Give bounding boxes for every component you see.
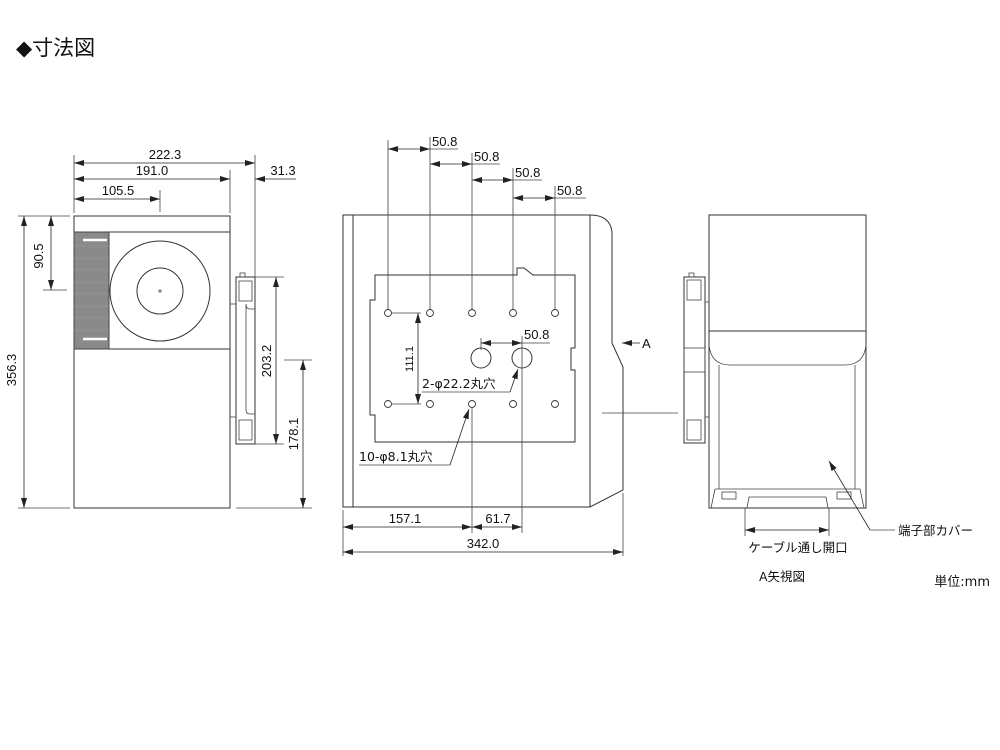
dim-pitch-2: 50.8 — [474, 149, 499, 164]
mounting-plate — [369, 267, 576, 443]
dim-356-3: 356.3 — [4, 354, 19, 387]
view-a-bracket — [683, 272, 709, 444]
terminal-cover-label: 端子部カバー — [898, 523, 973, 538]
small-hole-note: 10-φ8.1丸穴 — [359, 449, 433, 464]
large-hole — [470, 347, 492, 369]
front-body-outline — [342, 214, 624, 508]
view-a-caption: A矢視図 — [759, 569, 805, 584]
dim-342-0: 342.0 — [467, 536, 500, 551]
unit-label: 単位:mm — [934, 574, 990, 590]
side-view: 222.3 191.0 31.3 105.5 356.3 90.5 203.2 … — [4, 147, 312, 509]
dim-large-hole-pitch: 50.8 — [524, 327, 549, 342]
dim-222-3: 222.3 — [149, 147, 182, 162]
ribbed-panel — [73, 231, 110, 350]
dim-pitch-3: 50.8 — [515, 165, 540, 180]
small-holes — [384, 309, 559, 408]
front-view: 50.8 50.8 50.8 50.8 111.1 50.8 2-φ22.2丸穴… — [342, 134, 678, 556]
dim-pitch-4: 50.8 — [557, 183, 582, 198]
dim-157-1: 157.1 — [389, 511, 422, 526]
view-a-body — [708, 214, 867, 509]
dim-pitch-1: 50.8 — [432, 134, 457, 149]
dim-203-2: 203.2 — [259, 345, 274, 378]
side-mount-bracket — [230, 272, 256, 445]
dim-90-5: 90.5 — [31, 243, 46, 268]
arrow-view-a: ケーブル通し開口 端子部カバー A矢視図 — [683, 214, 973, 584]
dim-105-5: 105.5 — [102, 183, 135, 198]
terminal-cover-base — [710, 488, 865, 509]
large-hole-note: 2-φ22.2丸穴 — [422, 376, 496, 391]
dim-191-0: 191.0 — [136, 163, 169, 178]
dim-178-1: 178.1 — [286, 418, 301, 451]
drawing-title: ◆寸法図 — [16, 36, 96, 60]
dim-111-1: 111.1 — [404, 346, 416, 372]
view-a-label: A — [642, 336, 651, 351]
dim-61-7: 61.7 — [485, 511, 510, 526]
outer-circle — [109, 240, 211, 342]
inner-circle — [136, 267, 184, 315]
side-body-outline — [73, 215, 231, 509]
dim-31-3: 31.3 — [270, 163, 295, 178]
cable-opening-label: ケーブル通し開口 — [748, 540, 847, 555]
